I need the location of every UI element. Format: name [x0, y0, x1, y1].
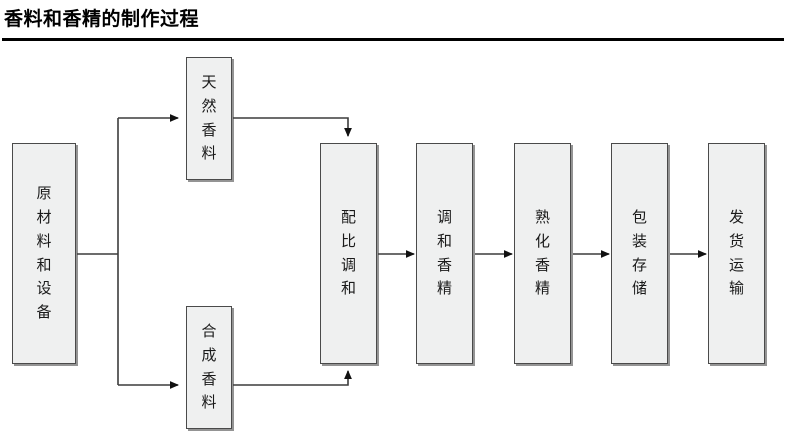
node-proportion-blending-label: 配 比 调 和: [340, 208, 356, 298]
node-matured-essence-label: 熟 化 香 精: [534, 208, 550, 298]
edge-synthetic-to-blend: [233, 370, 352, 386]
node-packaging-storage-label: 包 装 存 储: [631, 208, 647, 298]
node-blended-essence[interactable]: 调 和 香 精: [416, 143, 473, 364]
node-natural-fragrance[interactable]: 天 然 香 料: [186, 57, 232, 180]
node-matured-essence[interactable]: 熟 化 香 精: [514, 143, 571, 364]
node-raw-materials-label: 原 材 料 和 设 备: [36, 184, 52, 321]
node-proportion-blending[interactable]: 配 比 调 和: [320, 143, 377, 364]
node-shipping-transport[interactable]: 发 货 运 输: [708, 143, 765, 364]
node-synthetic-fragrance-label: 合 成 香 料: [201, 322, 217, 412]
node-raw-materials[interactable]: 原 材 料 和 设 备: [12, 143, 76, 364]
page-title: 香料和香精的制作过程: [4, 9, 200, 30]
node-packaging-storage[interactable]: 包 装 存 储: [611, 143, 668, 364]
title-area: 香料和香精的制作过程: [0, 0, 786, 44]
edge-natural-to-blend: [233, 117, 352, 137]
node-shipping-transport-label: 发 货 运 输: [728, 208, 744, 298]
node-blended-essence-label: 调 和 香 精: [436, 208, 452, 298]
node-natural-fragrance-label: 天 然 香 料: [201, 73, 217, 163]
title-divider: [2, 38, 784, 41]
node-synthetic-fragrance[interactable]: 合 成 香 料: [186, 306, 232, 429]
